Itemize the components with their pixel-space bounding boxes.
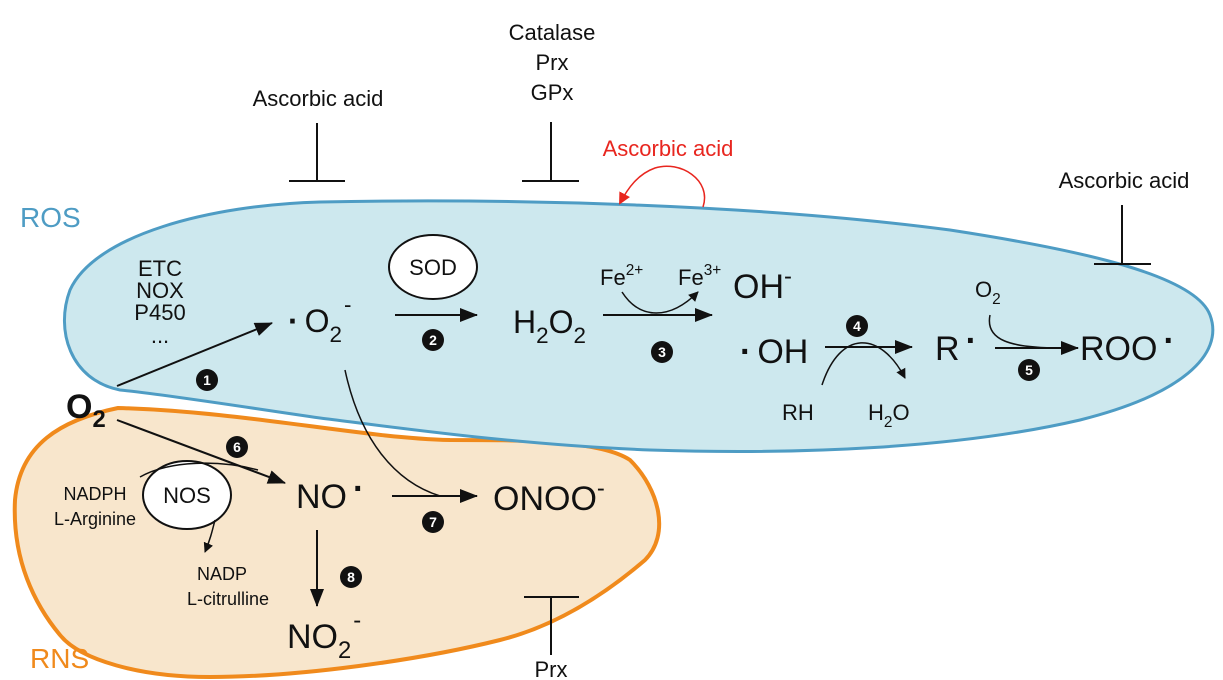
step-badge-1: 1 bbox=[196, 369, 218, 391]
inhibitor-prx-top: Prx bbox=[536, 50, 569, 75]
inhibitor-ascorbic-right: Ascorbic acid bbox=[1059, 168, 1190, 193]
arrow-step-6 bbox=[116, 419, 286, 484]
step-badge-3: 3 bbox=[651, 341, 673, 363]
rns-label: RNS bbox=[30, 643, 89, 674]
source-etc-more: ... bbox=[151, 323, 169, 348]
nadp-curve bbox=[203, 519, 216, 553]
species-no: NO· bbox=[296, 470, 364, 516]
step-badge-7: 7 bbox=[422, 511, 444, 533]
svg-text:5: 5 bbox=[1025, 362, 1033, 378]
source-etc: ETC bbox=[138, 256, 182, 281]
reactant-o2-small: O2 bbox=[975, 277, 1001, 308]
species-nitrite: NO2- bbox=[287, 607, 361, 664]
inhibitor-prx-bottom: Prx bbox=[535, 657, 568, 680]
nos-label: NOS bbox=[163, 483, 211, 508]
species-superoxide: ·O2- bbox=[288, 292, 351, 347]
sod-label: SOD bbox=[409, 255, 457, 280]
step-badge-4: 4 bbox=[846, 315, 868, 337]
step-badge-5: 5 bbox=[1018, 359, 1040, 381]
nos-enzyme bbox=[142, 460, 232, 530]
ros-region bbox=[62, 199, 1215, 453]
species-h2o2: H2O2 bbox=[513, 304, 586, 348]
species-peroxyl: ROO· bbox=[1080, 322, 1175, 368]
superoxide-to-peroxynitrite-curve bbox=[344, 369, 441, 497]
species-alkyl: R· bbox=[935, 322, 977, 368]
inhibitor-ascorbic-left: Ascorbic acid bbox=[253, 86, 384, 111]
nadph-curve bbox=[139, 462, 259, 478]
ros-label: ROS bbox=[20, 202, 81, 233]
svg-text:2: 2 bbox=[429, 332, 437, 348]
fenton-curve bbox=[621, 291, 699, 314]
species-hydroxide: OH- bbox=[733, 263, 792, 306]
svg-text:6: 6 bbox=[233, 439, 241, 455]
step-badge-8: 8 bbox=[340, 566, 362, 588]
inhibitor-catalase: Catalase bbox=[509, 20, 596, 45]
source-p450: P450 bbox=[134, 300, 185, 325]
source-nox: NOX bbox=[136, 278, 184, 303]
reactant-nadph: NADPH bbox=[63, 484, 126, 504]
step-badge-6: 6 bbox=[226, 436, 248, 458]
species-peroxynitrite: ONOO- bbox=[493, 475, 605, 518]
arrow-step-1 bbox=[116, 322, 273, 387]
svg-text:8: 8 bbox=[347, 569, 355, 585]
sod-enzyme bbox=[388, 234, 478, 300]
reactant-l-citrulline: L-citrulline bbox=[187, 589, 269, 609]
species-hydroxyl: ·OH bbox=[740, 333, 808, 371]
reactant-fe2: Fe2+ bbox=[600, 262, 643, 290]
species-o2: O2 bbox=[66, 388, 106, 433]
svg-text:3: 3 bbox=[658, 344, 666, 360]
reactant-l-arginine: L-Arginine bbox=[54, 509, 136, 529]
o2-curve bbox=[988, 314, 1061, 349]
step-badge-2: 2 bbox=[422, 329, 444, 351]
reactant-h2o: H2O bbox=[868, 400, 910, 431]
svg-text:1: 1 bbox=[203, 372, 211, 388]
reactant-rh: RH bbox=[782, 400, 814, 425]
svg-text:4: 4 bbox=[853, 318, 861, 334]
rh-curve bbox=[821, 342, 906, 386]
reactant-fe3: Fe3+ bbox=[678, 262, 721, 290]
inhibitor-gpx: GPx bbox=[531, 80, 574, 105]
inhibitor-ascorbic-red: Ascorbic acid bbox=[603, 136, 734, 161]
svg-text:7: 7 bbox=[429, 514, 437, 530]
ascorbic-red-arrow bbox=[619, 165, 706, 208]
reactant-nadp: NADP bbox=[197, 564, 247, 584]
